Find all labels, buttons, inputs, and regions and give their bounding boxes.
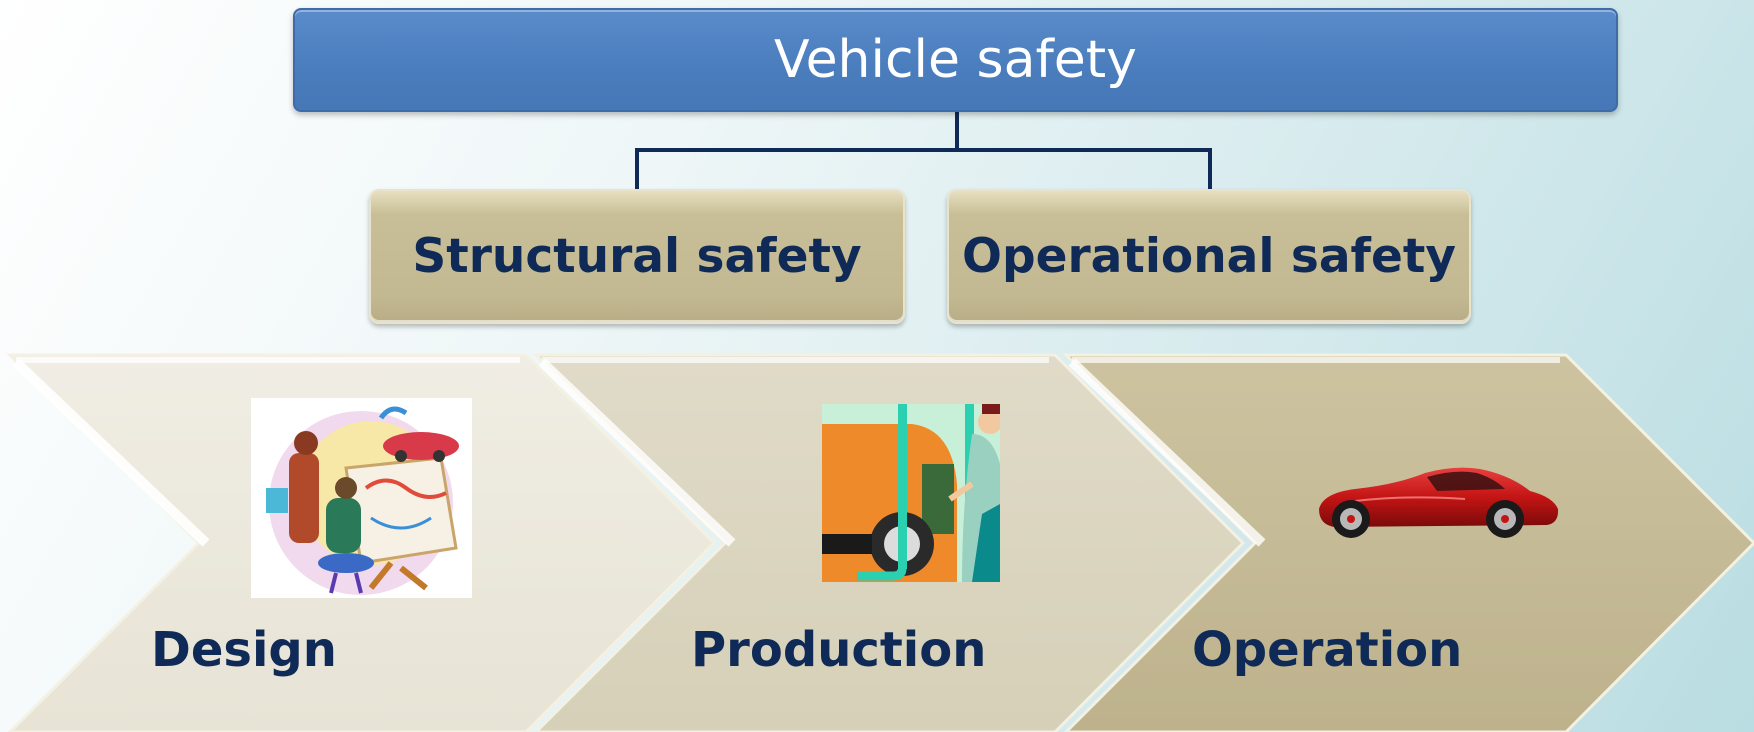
root-node-vehicle-safety: Vehicle safety <box>293 8 1618 112</box>
stage-label-operation: Operation <box>1192 622 1463 678</box>
red-sports-car-icon <box>1319 467 1559 538</box>
stage-label-design: Design <box>151 622 337 678</box>
branch-node-structural-safety: Structural safety <box>369 189 905 324</box>
assembly-worker-icon <box>822 404 1000 582</box>
root-node-label: Vehicle safety <box>774 30 1137 90</box>
branch-node-label: Structural safety <box>412 229 862 284</box>
stage-label-production: Production <box>691 622 987 678</box>
branch-node-operational-safety: Operational safety <box>947 189 1471 324</box>
branch-node-label: Operational safety <box>961 229 1456 284</box>
drafting-table-icon <box>251 398 472 598</box>
